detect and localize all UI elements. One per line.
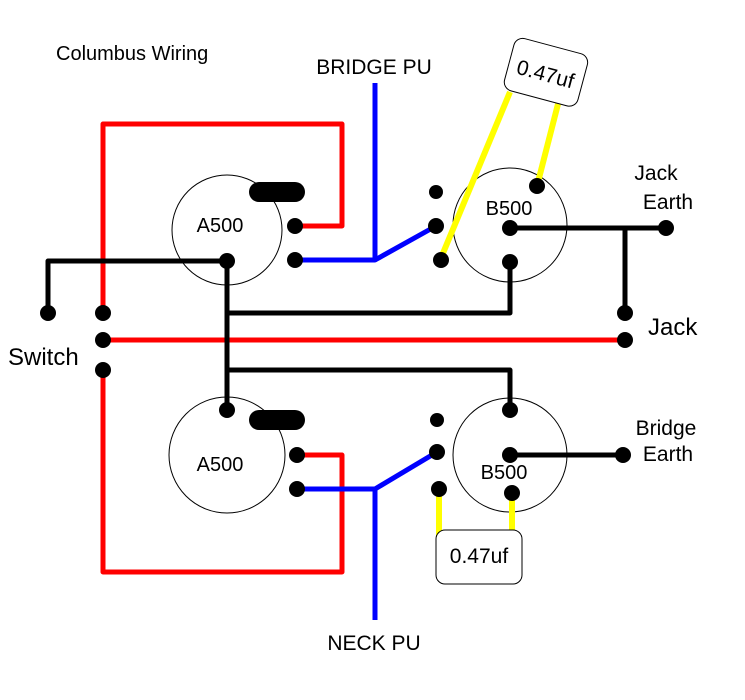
bridge-pu-label: BRIDGE PU	[316, 56, 432, 79]
ground-to-neck-tone	[227, 367, 513, 410]
bridge-pickup-to-tone	[373, 223, 438, 263]
bridge-tone-label: B500	[486, 198, 533, 220]
ground-wires	[45, 225, 666, 458]
bridge-pickup-wire	[295, 83, 378, 263]
neck-cap-value: 0.47uf	[450, 545, 509, 568]
neck-capacitor: 0.47uf	[435, 529, 523, 585]
ground-to-bridge-tone	[227, 262, 513, 316]
hot-wire-bottom-loop	[100, 370, 345, 575]
jack-earth-label-line2: Earth	[643, 191, 693, 214]
bridge-volume-lug-bar	[249, 182, 305, 202]
switch-label: Switch	[8, 344, 79, 371]
bridge-capacitor: 0.47uf	[503, 37, 589, 107]
hot-wires	[100, 121, 625, 575]
jack-label: Jack	[648, 314, 698, 341]
bridge-earth-label-line1: Bridge	[636, 417, 697, 440]
neck-pickup-to-tone	[373, 449, 439, 492]
bridge-earth-label-line2: Earth	[643, 443, 693, 466]
bridge-cap-lead-right	[534, 103, 561, 187]
jack-earth-label-line1: Jack	[634, 162, 678, 185]
neck-volume-label: A500	[197, 454, 244, 476]
neck-tone-label: B500	[481, 462, 528, 484]
neck-pickup-wire	[297, 486, 378, 620]
diagram-title: Columbus Wiring	[56, 43, 208, 65]
bridge-cap-lead-left	[438, 90, 513, 260]
switch-ground-wire	[45, 258, 227, 313]
bridge-volume-label: A500	[197, 215, 244, 237]
pickup-wires	[295, 83, 439, 620]
hot-wire-top-loop	[100, 121, 345, 313]
solder-lugs	[40, 178, 674, 501]
neck-volume-lug-bar	[249, 410, 305, 430]
neck-pu-label: NECK PU	[327, 632, 420, 655]
